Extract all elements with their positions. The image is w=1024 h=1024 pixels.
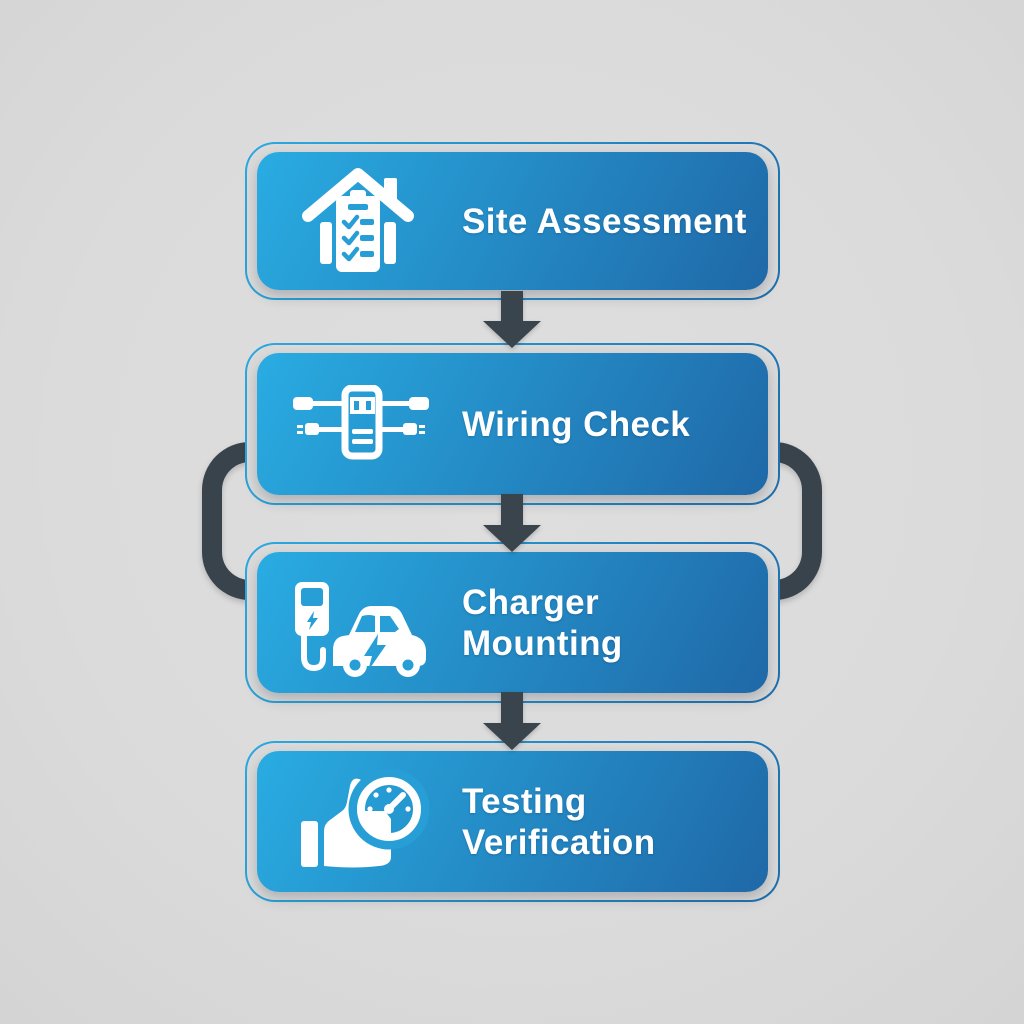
step-label-line: Verification [462, 822, 656, 862]
step-label-line: Testing [462, 781, 587, 821]
flow-arrow-1 [483, 291, 541, 348]
step-label-line: Charger [462, 582, 600, 622]
step-label: Testing Verification [462, 751, 772, 892]
electrical-panel-wiring-icon [291, 384, 431, 466]
step-fill: Wiring Check [257, 353, 768, 495]
flow-arrow-3 [483, 692, 541, 750]
house-checklist-icon [297, 166, 419, 283]
thumbs-up-gauge-icon [299, 768, 431, 878]
step-label: Wiring Check [462, 353, 772, 495]
step-fill: Charger Mounting [257, 552, 768, 693]
step-label: Site Assessment [462, 152, 772, 290]
step-fill: Testing Verification [257, 751, 768, 892]
ev-car-charging-icon [291, 578, 431, 683]
step-label-line: Site Assessment [462, 201, 747, 241]
flow-arrow-2 [483, 494, 541, 552]
step-box-site-assessment: Site Assessment [245, 142, 780, 300]
step-box-charger-mounting: Charger Mounting [245, 542, 780, 703]
step-box-testing-verification: Testing Verification [245, 741, 780, 902]
side-loop-left-connector [202, 442, 258, 600]
step-label-line: Mounting [462, 623, 623, 663]
step-label-line: Wiring Check [462, 404, 691, 444]
step-fill: Site Assessment [257, 152, 768, 290]
step-box-wiring-check: Wiring Check [245, 343, 780, 505]
step-label: Charger Mounting [462, 552, 772, 693]
